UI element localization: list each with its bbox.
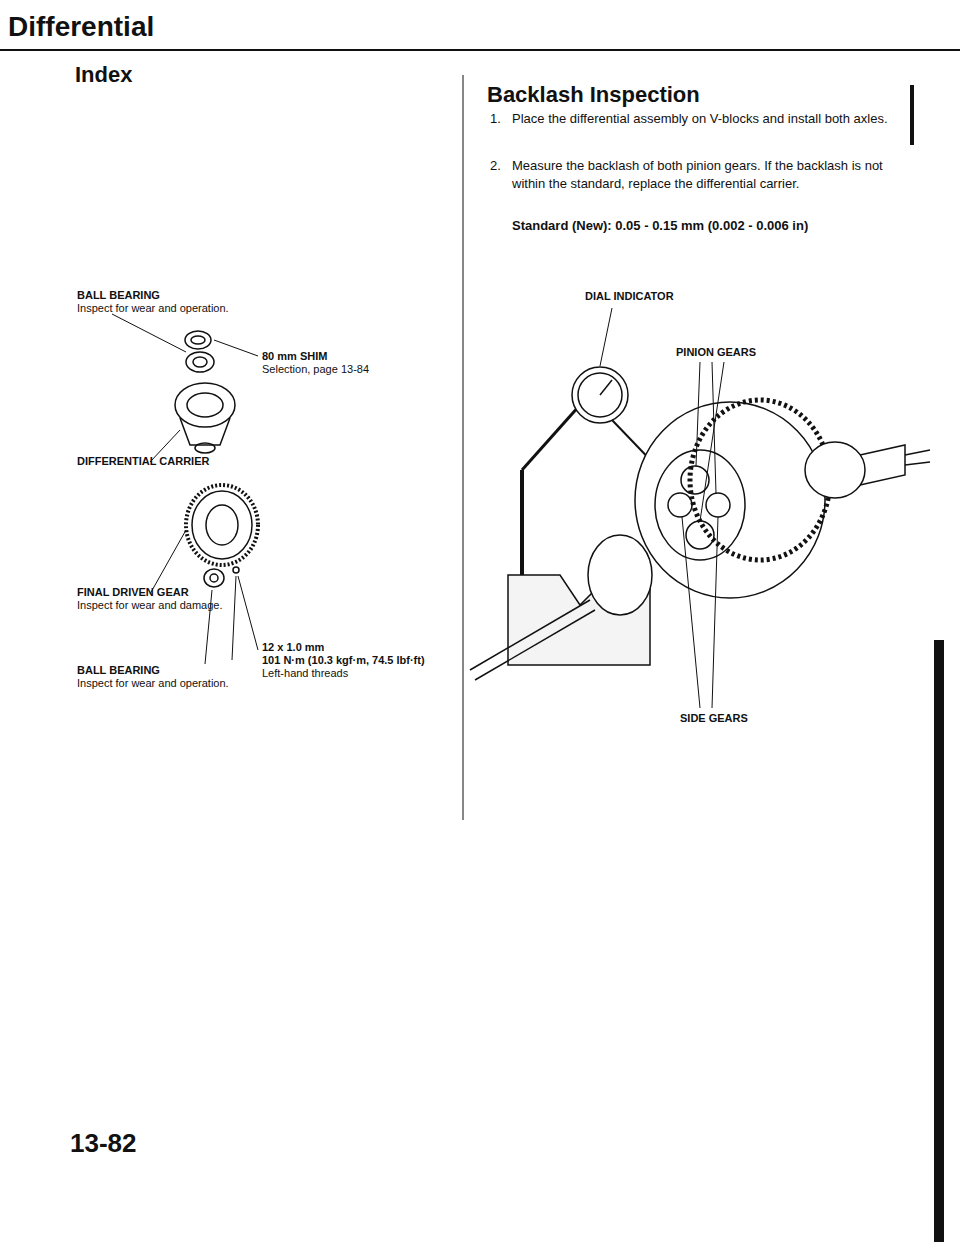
header-rule: [0, 49, 960, 51]
part-note: Left-hand threads: [262, 667, 348, 680]
edge-bar: [934, 640, 944, 1242]
shim-ring: [185, 331, 211, 349]
part-name: DIFFERENTIAL CARRIER: [77, 455, 209, 468]
part-note: Inspect for wear and operation.: [77, 677, 229, 690]
part-note: Inspect for wear and damage.: [77, 599, 223, 612]
part-name: SIDE GEARS: [680, 712, 748, 725]
step-text: Place the differential assembly on V-blo…: [512, 110, 907, 128]
step-number: 2.: [490, 157, 501, 175]
part-note: Selection, page 13-84: [262, 363, 369, 376]
dimension: 12 x 1.0 mm: [262, 641, 324, 654]
part-name: DIAL INDICATOR: [585, 290, 674, 303]
step-text: Measure the backlash of both pinion gear…: [512, 157, 907, 192]
step-number: 1.: [490, 110, 501, 128]
specification: Standard (New): 0.05 - 0.15 mm (0.002 - …: [512, 218, 808, 234]
torque-spec: 101 N·m (10.3 kgf·m, 74.5 lbf·ft): [262, 654, 425, 667]
leader-lines: [600, 308, 724, 708]
page-title: Differential: [8, 10, 154, 44]
part-name: PINION GEARS: [676, 346, 756, 359]
axle-left: [470, 535, 652, 680]
part-name: BALL BEARING: [77, 664, 160, 677]
column-divider: [463, 75, 464, 820]
page-number: 13-82: [70, 1128, 137, 1159]
axle-right: [805, 442, 930, 498]
ball-bearing-lower: [204, 567, 239, 587]
part-name: 80 mm SHIM: [262, 350, 327, 363]
section-heading: Index: [75, 62, 132, 88]
ball-bearing-upper: [186, 352, 214, 372]
section-heading: Backlash Inspection: [487, 82, 700, 108]
part-note: Inspect for wear and operation.: [77, 302, 229, 315]
differential-assembly: [635, 400, 830, 598]
final-driven-gear: [186, 485, 258, 565]
part-name: BALL BEARING: [77, 289, 160, 302]
edge-mark: [910, 85, 914, 145]
dial-indicator: [522, 367, 660, 470]
leader-lines: [112, 314, 258, 664]
part-name: FINAL DRIVEN GEAR: [77, 586, 189, 599]
differential-carrier: [175, 383, 235, 453]
